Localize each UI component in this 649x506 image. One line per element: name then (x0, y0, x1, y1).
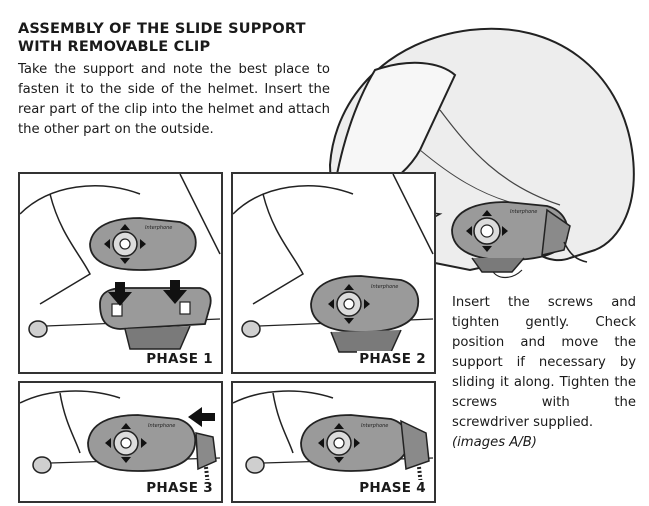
phase-2-label: PHASE 2 (357, 351, 428, 367)
heading-line-1: ASSEMBLY OF THE SLIDE SUPPORT (18, 21, 306, 37)
device-logo: Interphone (145, 225, 172, 231)
phase-3-panel: Interphone PHASE 3 (18, 381, 223, 503)
image-reference-caption: (images A/B) (452, 435, 537, 450)
device-logo: Interphone (148, 423, 175, 429)
phase-1-panel: Interphone PHASE 1 (18, 172, 223, 374)
arrow-left-icon (188, 407, 215, 427)
heading-line-2: WITH REMOVABLE CLIP (18, 39, 211, 55)
device-logo: Interphone (371, 284, 398, 290)
phase-4-label: PHASE 4 (357, 480, 428, 496)
intro-paragraph: Take the support and note the best place… (18, 62, 330, 137)
device-logo: Interphone (361, 423, 388, 429)
phase-1-label: PHASE 1 (144, 351, 215, 367)
phase-4-illustration: Interphone (233, 390, 434, 487)
phase-2-illustration: Interphone (233, 174, 434, 353)
arrow-down-icon (108, 282, 132, 306)
phase-4-panel: Interphone PHASE 4 (231, 381, 436, 503)
phase-1-illustration: Interphone (20, 174, 221, 350)
phase-2-panel: Interphone PHASE 2 (231, 172, 436, 374)
helmet-device: Interphone (451, 201, 588, 279)
phase-3-label: PHASE 3 (144, 480, 215, 496)
instruction-text: Insert the screws and tighten gently. Ch… (452, 295, 636, 430)
arrow-down-icon (163, 280, 187, 304)
instruction-paragraph: Insert the screws and tighten gently. Ch… (452, 293, 636, 453)
section-heading: ASSEMBLY OF THE SLIDE SUPPORT WITH REMOV… (18, 20, 328, 56)
phase-3-illustration: Interphone (20, 390, 221, 487)
device-logo: Interphone (510, 209, 537, 215)
